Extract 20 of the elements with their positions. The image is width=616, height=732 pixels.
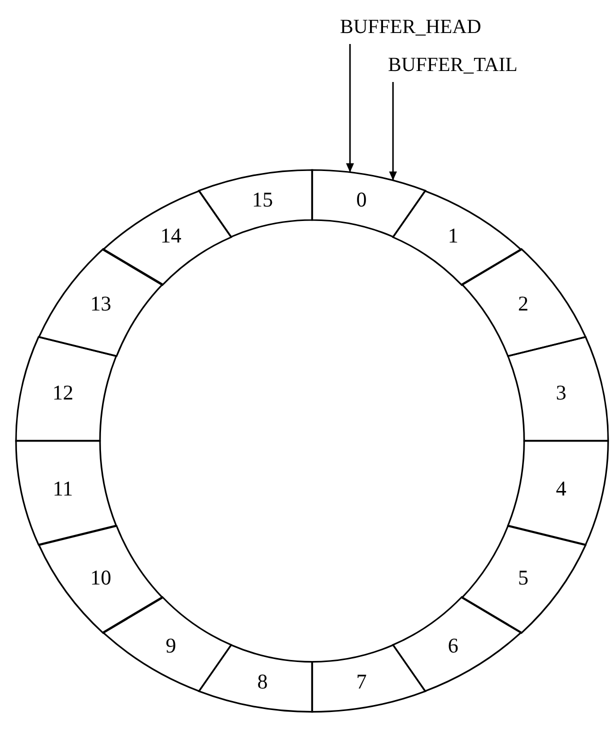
- segment-number: 12: [52, 382, 74, 404]
- segment-number: 0: [356, 189, 367, 210]
- arrow: [346, 44, 354, 172]
- segment-number: 2: [518, 294, 528, 315]
- segment-number: 10: [90, 567, 112, 588]
- pointer-label: BUFFER_TAIL: [388, 50, 518, 80]
- segment-number: 3: [556, 382, 566, 404]
- segment-number: 15: [252, 189, 273, 210]
- segment-number: 14: [160, 226, 182, 247]
- segment-number: 9: [166, 635, 176, 656]
- segment-number: 5: [518, 567, 528, 588]
- segment-number: 8: [257, 672, 268, 693]
- pointer-label: BUFFER_HEAD: [340, 12, 482, 42]
- arrow: [389, 82, 397, 180]
- segment-number: 7: [356, 672, 367, 693]
- segment-number: 11: [52, 478, 73, 500]
- segment-number: 1: [448, 226, 458, 247]
- segment-number: 13: [90, 294, 112, 315]
- segment-number: 4: [556, 478, 566, 500]
- segment-number: 6: [448, 635, 458, 656]
